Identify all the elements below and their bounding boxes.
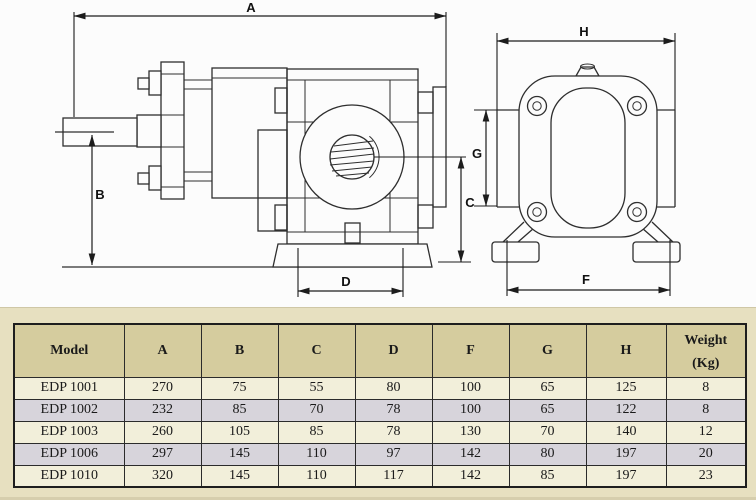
cell-model: EDP 1006 [13, 442, 125, 466]
cell-model: EDP 1001 [13, 376, 125, 400]
spec-table-area: Model A B C D F G H Weight (Kg) EDP 1001 [0, 307, 756, 500]
header-weight-line1: Weight [684, 332, 728, 348]
cell-model: EDP 1003 [13, 420, 125, 444]
table-header-row: Model A B C D F G H Weight (Kg) [13, 323, 747, 378]
table-row: EDP 1001 270 75 55 80 100 65 125 8 [13, 376, 747, 400]
bolt-holes [526, 95, 648, 223]
dim-label-h: H [579, 24, 588, 39]
mounting-flange [160, 61, 185, 200]
gear-housing-oval [550, 87, 626, 229]
vent-plug [574, 66, 601, 77]
left-foot [491, 241, 540, 263]
dim-label-c: C [465, 195, 475, 210]
dim-label-b: B [95, 187, 104, 202]
header-b: B [200, 323, 279, 378]
header-weight-line2: (Kg) [692, 355, 720, 371]
table-row: EDP 1006 297 145 110 97 142 80 197 20 [13, 442, 747, 466]
header-d: D [354, 323, 433, 378]
table-row: EDP 1003 260 105 85 78 130 70 140 12 [13, 420, 747, 444]
header-g: G [508, 323, 587, 378]
base-foot [272, 243, 433, 268]
dim-label-g: G [472, 146, 482, 161]
drawing-area: A B D C G H [55, 0, 681, 297]
dim-label-d: D [341, 274, 350, 289]
header-c: C [277, 323, 356, 378]
pump-technical-drawing: A B D C G H [55, 0, 681, 297]
header-a: A [123, 323, 202, 378]
header-h: H [585, 323, 667, 378]
pump-front-body [518, 75, 658, 238]
cell-model: EDP 1010 [13, 464, 125, 488]
thread-hatching [329, 140, 375, 177]
header-weight: Weight (Kg) [665, 323, 747, 378]
header-f: F [431, 323, 510, 378]
dimensions-table: Model A B C D F G H Weight (Kg) EDP 1001 [13, 323, 747, 488]
table-row: EDP 1002 232 85 70 78 100 65 122 8 [13, 398, 747, 422]
front-view [491, 63, 681, 263]
right-foot [632, 241, 681, 263]
dimensions: A B D C G H [73, 0, 676, 297]
side-view [55, 61, 466, 268]
table-row: EDP 1010 320 145 110 117 142 85 197 23 [13, 464, 747, 488]
header-model: Model [13, 323, 125, 378]
dim-label-f: F [582, 272, 590, 287]
dim-label-a: A [246, 0, 256, 15]
cell-model: EDP 1002 [13, 398, 125, 422]
